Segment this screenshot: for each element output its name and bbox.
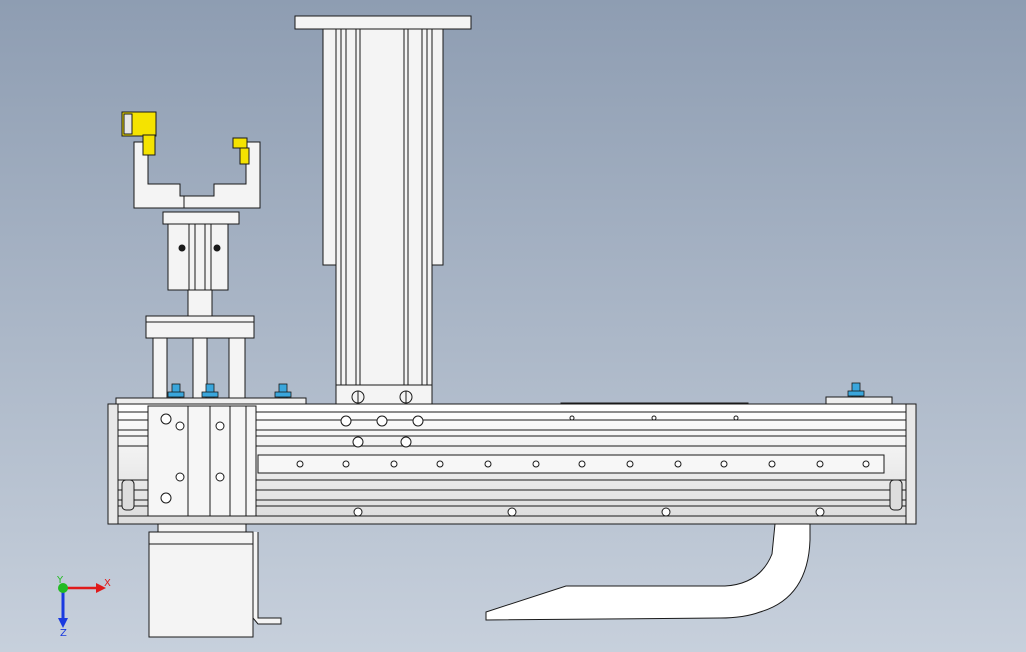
blue-fasteners <box>167 382 865 399</box>
cable-drag-chain <box>485 523 811 621</box>
motor-flange <box>157 523 247 533</box>
triad-z-arrow <box>58 618 68 628</box>
carriage-bolt <box>215 421 225 431</box>
module-slot <box>257 454 885 474</box>
gripper-assembly[interactable] <box>121 111 261 409</box>
gripper-right-pad <box>232 137 248 149</box>
vertical-axis-column[interactable] <box>294 15 472 408</box>
triad-y-label: Y <box>56 575 64 586</box>
module-end-cap-right <box>905 403 917 525</box>
column-profile <box>335 28 433 390</box>
end-bumper-left <box>121 479 135 511</box>
coordinate-triad[interactable]: X Y Z <box>56 575 111 639</box>
fastener-nut <box>201 391 219 398</box>
stepper-motor[interactable] <box>148 523 282 638</box>
triad-y-axis <box>58 583 68 593</box>
gripper-port <box>213 244 221 252</box>
gripper-flange <box>162 211 240 225</box>
guide-plate <box>145 315 255 339</box>
gripper-right-jaw <box>183 141 261 209</box>
gripper-port <box>178 244 186 252</box>
gripper-left-jaw <box>133 141 211 209</box>
module-end-cap-left <box>107 403 119 525</box>
triad-z-label: Z <box>60 628 67 639</box>
carriage-bolt <box>215 472 225 482</box>
module-screws <box>296 415 870 517</box>
triad-x-arrow <box>96 583 106 593</box>
carriage-bolt <box>160 413 172 425</box>
motor-cable-connector <box>252 532 282 625</box>
column-top-plate <box>294 15 472 30</box>
triad-x-label: X <box>104 578 111 589</box>
fastener-nut <box>847 390 865 397</box>
gripper-cylinder-body <box>167 223 229 291</box>
end-bumper-right <box>889 479 903 511</box>
fastener-nut <box>167 391 185 398</box>
gripper-right-pad-tip <box>239 147 250 165</box>
motor-body <box>148 531 254 638</box>
carriage-bolt <box>175 472 185 482</box>
carriage-bolt <box>160 492 172 504</box>
gripper-adapter <box>187 289 213 317</box>
gripper-left-pad-tip <box>142 134 156 156</box>
carriage-bolt <box>175 421 185 431</box>
fastener-nut <box>274 391 292 398</box>
horizontal-linear-module[interactable] <box>107 396 917 525</box>
